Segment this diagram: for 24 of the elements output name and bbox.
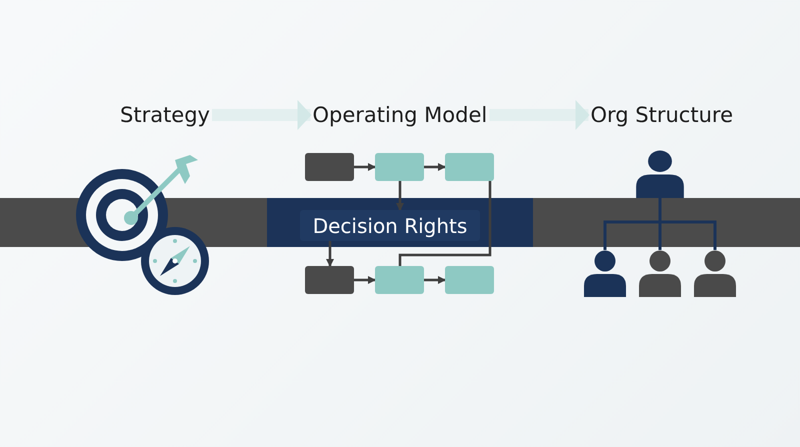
arrow	[354, 163, 376, 171]
connector-line	[398, 181, 492, 266]
person-icon	[583, 250, 627, 297]
process-box	[445, 153, 494, 181]
process-box	[375, 266, 424, 294]
person-icon	[635, 150, 685, 198]
chevron-arrow	[490, 100, 590, 130]
arrow	[424, 276, 446, 284]
arrow	[424, 163, 446, 171]
arrow	[326, 241, 334, 267]
stage-heading: Org Structure	[590, 100, 733, 130]
person-icon	[638, 250, 682, 297]
stage-heading: Operating Model	[312, 100, 488, 130]
arrow	[396, 181, 404, 211]
chevron-arrow	[212, 100, 312, 130]
arrow	[354, 276, 376, 284]
process-box	[305, 153, 354, 181]
process-box	[445, 266, 494, 294]
process-box	[375, 153, 424, 181]
band-title: Decision Rights	[312, 214, 468, 238]
stage-heading: Strategy	[120, 100, 210, 130]
person-icon	[693, 250, 737, 297]
process-box	[305, 266, 354, 294]
label-plate	[300, 210, 480, 241]
